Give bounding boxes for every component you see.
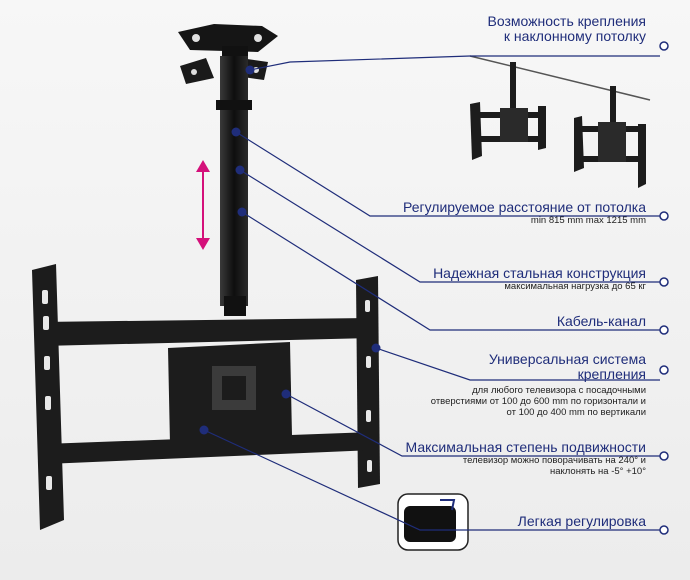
feature-title-line2: к наклонному потолку xyxy=(503,28,646,44)
feature-steel-construction: Надежная стальная конструкция максимальн… xyxy=(386,265,646,293)
feature-subtitle: максимальная нагрузка до 65 кг xyxy=(504,281,646,292)
height-adjustment-arrow xyxy=(196,160,210,250)
feature-title: Легкая регулировка xyxy=(517,513,646,529)
feature-subtitle: для любого телевизора с посадочными отве… xyxy=(430,385,646,418)
tv-bracket xyxy=(32,264,380,530)
tilted-ceiling-inset xyxy=(469,55,651,188)
feature-easy-adjust: Легкая регулировка xyxy=(446,514,646,529)
feature-title: Универсальная система xyxy=(488,351,646,367)
end-markers xyxy=(659,41,669,535)
feature-subtitle: min 815 mm max 1215 mm xyxy=(530,215,646,226)
feature-subtitle: телевизор можно поворачивать на 240° и н… xyxy=(462,455,646,477)
feature-title: Максимальная степень подвижности xyxy=(405,439,647,455)
feature-adjustable-distance: Регулируемое расстояние от потолка min 8… xyxy=(366,199,646,227)
feature-title: Кабель-канал xyxy=(556,313,646,329)
callout-dots xyxy=(199,65,381,435)
feature-max-mobility: Максимальная степень подвижности телевиз… xyxy=(376,439,647,478)
easy-adjust-icon xyxy=(397,493,469,551)
feature-cable-channel: Кабель-канал xyxy=(446,314,646,329)
telescopic-pole xyxy=(216,56,252,316)
feature-tilted-ceiling: Возможность крепления к наклонному потол… xyxy=(406,14,646,44)
leader-lines xyxy=(203,55,660,531)
feature-universal-mount: Универсальная система крепления для любо… xyxy=(426,351,646,419)
bracket-slots xyxy=(42,290,372,490)
feature-title-line2: крепления xyxy=(577,366,646,382)
feature-title: Надежная стальная конструкция xyxy=(433,265,646,281)
feature-title: Возможность крепления xyxy=(487,13,646,29)
feature-title: Регулируемое расстояние от потолка xyxy=(402,199,646,215)
